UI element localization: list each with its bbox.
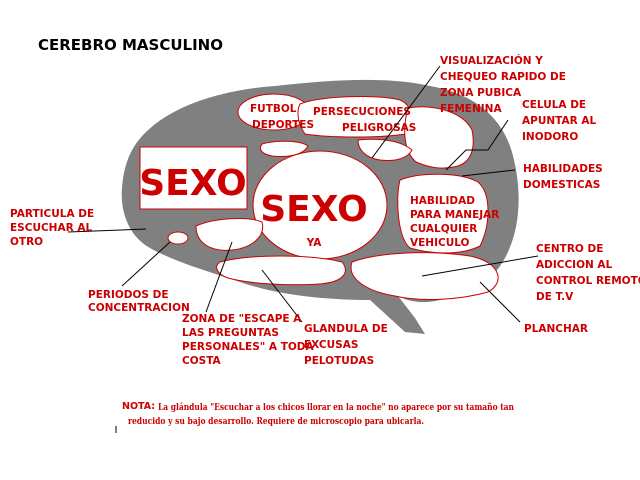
note-line-2: reducido y su bajo desarrollo. Requiere …: [128, 416, 424, 427]
escape-label-4: COSTA: [182, 355, 222, 367]
habilidad-label-3: CUALQUIER: [410, 223, 477, 235]
planchar-leader: [479, 281, 521, 323]
sexo-circle-label: SEXO: [260, 189, 368, 230]
centro-label-4: DE T.V: [536, 291, 574, 303]
visualizacion-label-4: FEMENINA: [440, 103, 502, 115]
futbol-label-1: FUTBOL: [250, 103, 297, 115]
centro-leader: [421, 255, 539, 277]
habilidades-leader: [461, 169, 516, 177]
persecuciones-label-1: PERSECUCIONES: [313, 106, 411, 118]
diagram-title: CEREBRO MASCULINO: [38, 36, 223, 54]
centro-label-1: CENTRO DE: [536, 243, 603, 255]
glandula-region: [216, 255, 346, 286]
stripe-region: [259, 140, 309, 157]
habilidad-label-2: PARA MANEJAR: [410, 209, 499, 221]
centro-label-3: CONTROL REMOTO: [536, 275, 640, 287]
glandula-label-2: EXCUSAS: [304, 339, 358, 351]
sexo-square-label: SEXO: [139, 163, 247, 204]
escape-label-3: PERSONALES" A TODA: [182, 341, 314, 353]
periodos-label-2: CONCENTRACION: [88, 302, 190, 314]
celula-label-3: INODORO: [522, 131, 578, 143]
planchar-label: PLANCHAR: [524, 323, 588, 335]
sexo-square-region: [139, 146, 248, 210]
note-line-1: La glándula "Escuchar a los chicos llora…: [158, 402, 514, 413]
habilidades-label-1: HABILIDADES: [523, 163, 603, 175]
celula-label-1: CELULA DE: [522, 99, 586, 111]
small-mid-region: [357, 138, 413, 161]
habilidad-label-1: HABILIDAD: [410, 195, 475, 207]
glandula-label-3: PELOTUDAS: [304, 355, 374, 367]
futbol-label-2: DEPORTES: [252, 119, 314, 131]
periodos-label-1: PERIODOS DE: [88, 289, 169, 301]
celula-leader: [445, 119, 509, 171]
escape-region: [195, 218, 264, 251]
escape-label-2: LAS PREGUNTAS: [182, 327, 279, 339]
visualizacion-leader: [371, 65, 441, 159]
centro-label-2: ADICCION AL: [536, 259, 613, 271]
persecuciones-label-2: PELIGROSAS: [342, 122, 416, 134]
visualizacion-label-2: CHEQUEO RAPIDO DE: [440, 71, 566, 83]
note-heading: NOTA:: [122, 401, 155, 412]
escape-leader: [205, 241, 233, 313]
visualizacion-label-3: ZONA PUBICA: [440, 87, 522, 99]
periodos-region: [167, 231, 189, 245]
particula-label-1: PARTICULA DE: [10, 208, 94, 220]
escape-label-1: ZONA DE "ESCAPE A: [182, 313, 302, 325]
celula-label-2: APUNTAR AL: [522, 115, 596, 127]
particula-label-2: ESCUCHAR AL: [10, 222, 92, 234]
particula-leader: [67, 228, 147, 233]
ya-label: YA: [306, 237, 323, 249]
glandula-leader: [261, 269, 303, 323]
periodos-leader: [121, 241, 171, 287]
habilidad-label-4: VEHICULO: [410, 237, 470, 249]
glandula-label-1: GLANDULA DE: [304, 323, 388, 335]
habilidades-label-2: DOMESTICAS: [523, 179, 600, 191]
particula-label-3: OTRO: [10, 236, 43, 248]
visualizacion-label-1: VISUALIZACIÓN Y: [440, 54, 543, 67]
habilidad-region: [397, 173, 489, 254]
